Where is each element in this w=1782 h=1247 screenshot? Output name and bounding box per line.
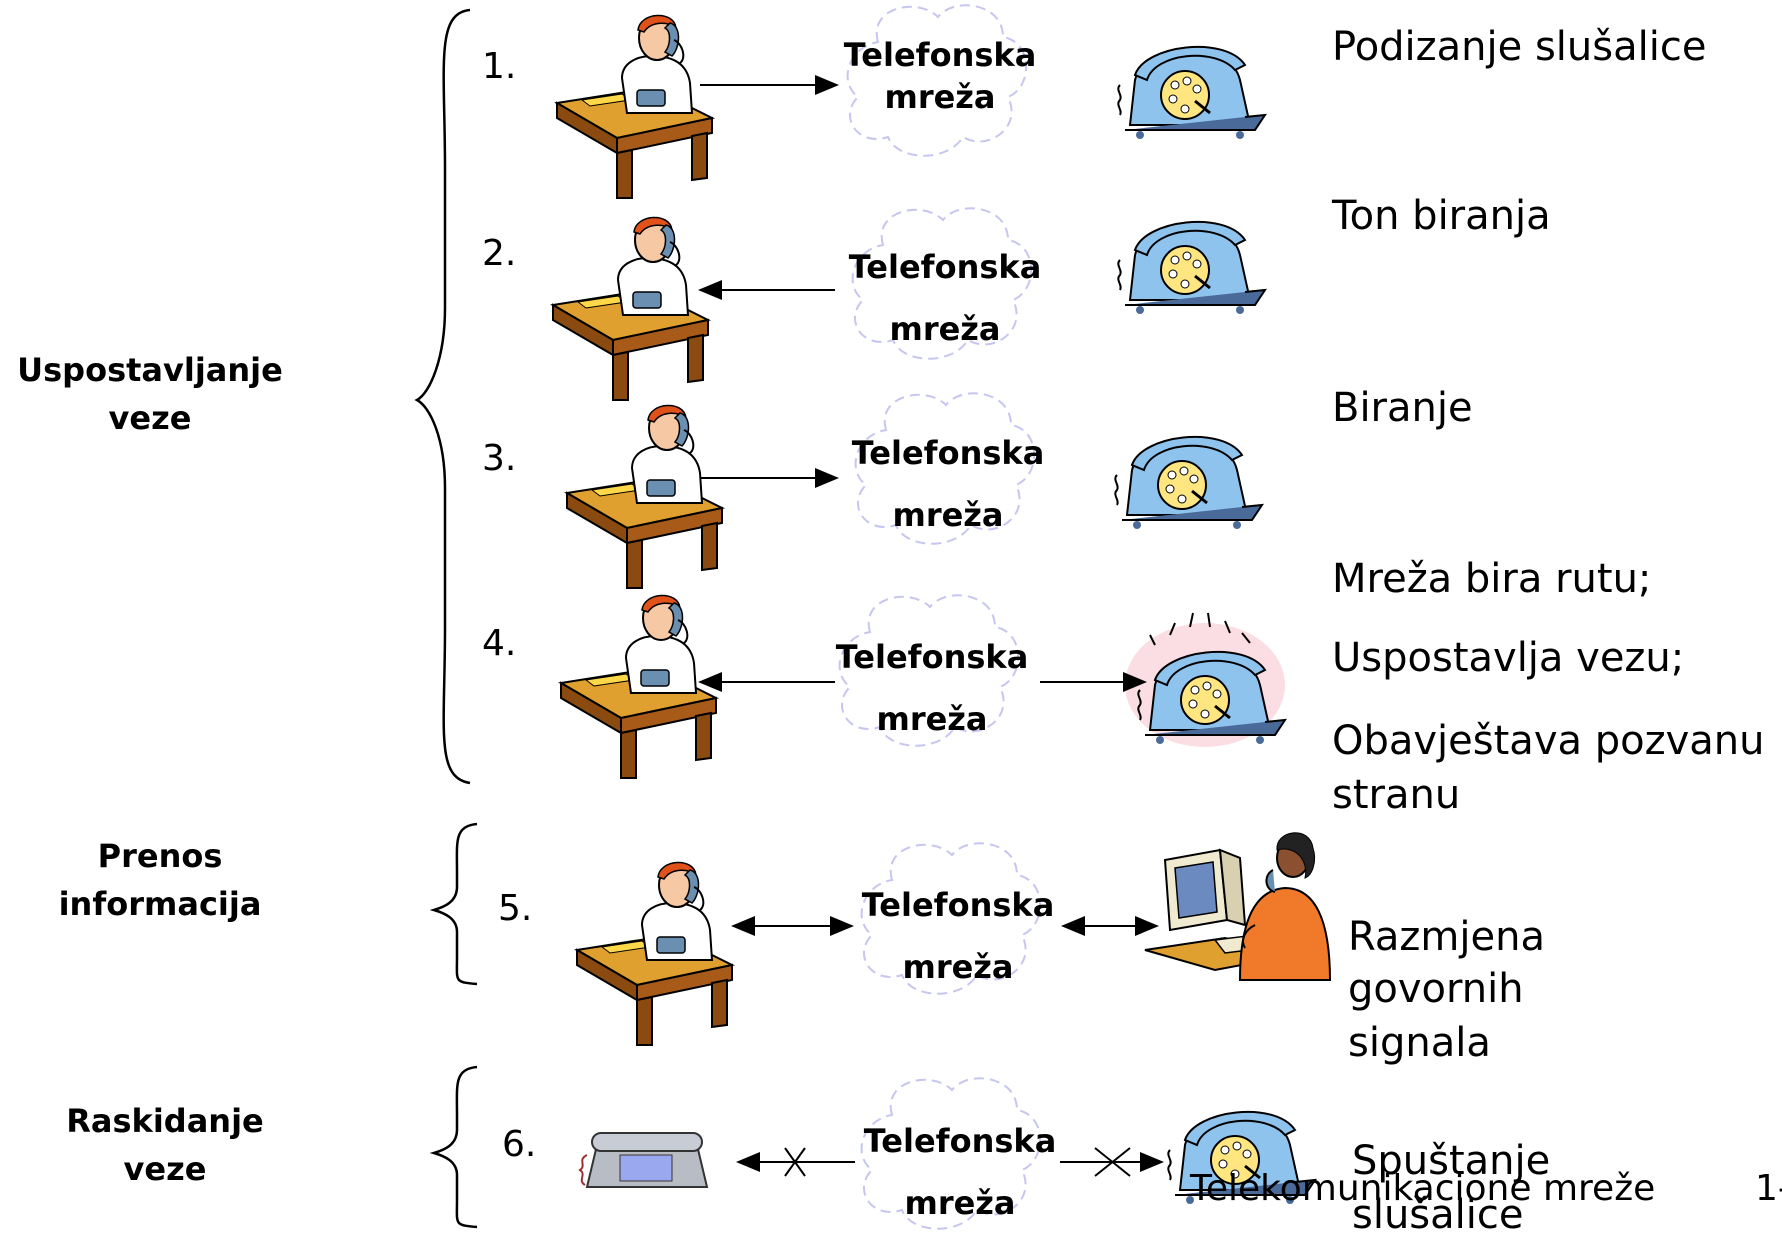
step-description: stranu bbox=[1332, 772, 1461, 818]
step-description: Podizanje slušalice bbox=[1332, 24, 1707, 70]
step-description: Ton biranja bbox=[1332, 193, 1551, 239]
footer-title: Telekomunikacione mreže bbox=[1190, 1168, 1656, 1209]
brace-transfer bbox=[429, 822, 478, 986]
brace-teardown bbox=[429, 1065, 478, 1229]
footer-page-number: 1- bbox=[1755, 1168, 1782, 1209]
step-description: slušalice bbox=[1352, 1192, 1524, 1238]
step-number: 2. bbox=[482, 233, 517, 274]
ringing-phone-icon bbox=[1125, 612, 1287, 747]
woman-at-computer-icon bbox=[1144, 832, 1332, 981]
hung-up-phone-icon bbox=[578, 1132, 709, 1188]
step-number: 1. bbox=[482, 46, 517, 87]
phase-label-transfer: Prenos informacija bbox=[58, 837, 262, 923]
step-number: 4. bbox=[482, 623, 517, 664]
brace-setup bbox=[414, 8, 471, 785]
step-number: 5. bbox=[498, 888, 533, 929]
step-number: 6. bbox=[502, 1124, 537, 1165]
cross-mark bbox=[784, 1147, 806, 1177]
step-description: Spuštanje bbox=[1352, 1138, 1551, 1184]
step-description: Obavještava pozvanu bbox=[1332, 718, 1765, 764]
step-description: Razmjena bbox=[1348, 914, 1545, 960]
step-description: signala bbox=[1348, 1020, 1491, 1066]
step-description: Mreža bira rutu; bbox=[1332, 556, 1652, 602]
step-description: Biranje bbox=[1332, 385, 1473, 431]
step-description: Uspostavlja vezu; bbox=[1332, 635, 1685, 681]
step-description: govornih bbox=[1348, 966, 1524, 1012]
step-number: 3. bbox=[482, 438, 517, 479]
cross-mark bbox=[1094, 1147, 1131, 1177]
phase-label-teardown: Raskidanje veze bbox=[66, 1102, 264, 1188]
phase-label-setup: Uspostavljanje veze bbox=[17, 351, 283, 437]
